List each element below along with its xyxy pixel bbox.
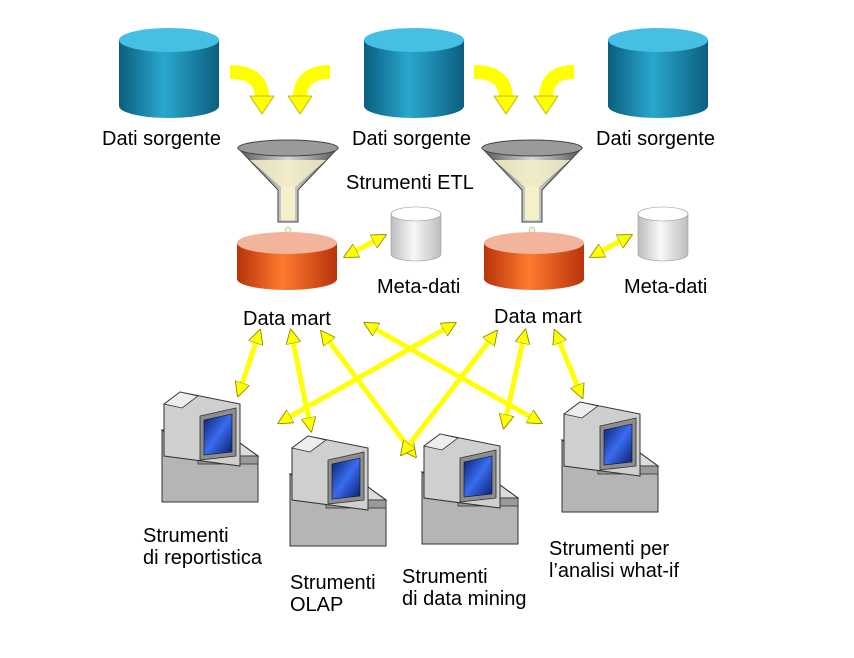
data-mart-label-right: Data mart xyxy=(494,306,582,328)
source-label-right: Dati sorgente xyxy=(596,128,715,150)
etl-input-arrowhead-3 xyxy=(493,95,519,115)
mart-metadata-arrow-left xyxy=(350,238,380,254)
mart-metadata-arrow-right xyxy=(596,238,626,254)
computer-data-mining-icon xyxy=(420,433,520,545)
data-mart-label-left: Data mart xyxy=(243,308,331,330)
etl-label: Strumenti ETL xyxy=(346,172,474,194)
source-db-right-icon xyxy=(608,28,708,118)
mart-left-to-reporting-arrow xyxy=(240,336,258,390)
source-label-left: Dati sorgente xyxy=(102,128,221,150)
data-mart-right-icon xyxy=(484,232,584,290)
computer-what-if-icon xyxy=(560,401,660,513)
metadata-label-right: Meta-dati xyxy=(624,276,708,298)
mart-right-to-whatif-arrow xyxy=(557,336,580,392)
computer-reporting-icon xyxy=(160,391,260,503)
mart-right-to-olap-arrow xyxy=(405,336,493,450)
olap-tools-label: Strumenti OLAP xyxy=(290,572,376,616)
data-mart-left-icon xyxy=(237,232,337,290)
etl-input-arrowhead-1 xyxy=(249,95,275,115)
what-if-tools-line2: l’analisi what-if xyxy=(549,560,680,582)
etl-input-arrow-4 xyxy=(539,65,575,99)
data-mining-tools-line2: di data mining xyxy=(402,588,527,610)
metadata-label-left: Meta-dati xyxy=(377,276,461,298)
olap-tools-line2: OLAP xyxy=(290,594,344,616)
reporting-tools-label: Strumenti di reportistica xyxy=(143,525,262,569)
etl-input-arrow-3 xyxy=(473,65,513,99)
metadata-db-right-icon xyxy=(637,206,689,262)
reporting-tools-line2: di reportistica xyxy=(143,547,262,569)
etl-funnel-right-icon xyxy=(480,139,584,243)
mart-right-to-reporting-arrow xyxy=(284,326,450,420)
what-if-tools-line1: Strumenti per xyxy=(549,538,670,560)
etl-input-arrowhead-4 xyxy=(533,95,559,115)
metadata-db-left-icon xyxy=(390,206,442,262)
source-db-left-icon xyxy=(119,28,219,118)
mart-right-to-mining-arrow xyxy=(505,336,524,422)
etl-input-arrow-1 xyxy=(229,65,269,99)
etl-input-arrow-2 xyxy=(293,65,331,99)
data-mining-tools-label: Strumenti di data mining xyxy=(402,566,527,610)
etl-input-arrowhead-2 xyxy=(287,95,313,115)
data-mining-tools-line1: Strumenti xyxy=(402,566,488,588)
etl-funnel-left-icon xyxy=(236,139,340,243)
olap-tools-line1: Strumenti xyxy=(290,572,376,594)
computer-olap-icon xyxy=(288,435,388,547)
reporting-tools-line1: Strumenti xyxy=(143,525,229,547)
source-db-center-icon xyxy=(364,28,464,118)
source-label-center: Dati sorgente xyxy=(352,128,471,150)
what-if-tools-label: Strumenti per l’analisi what-if xyxy=(549,538,679,582)
